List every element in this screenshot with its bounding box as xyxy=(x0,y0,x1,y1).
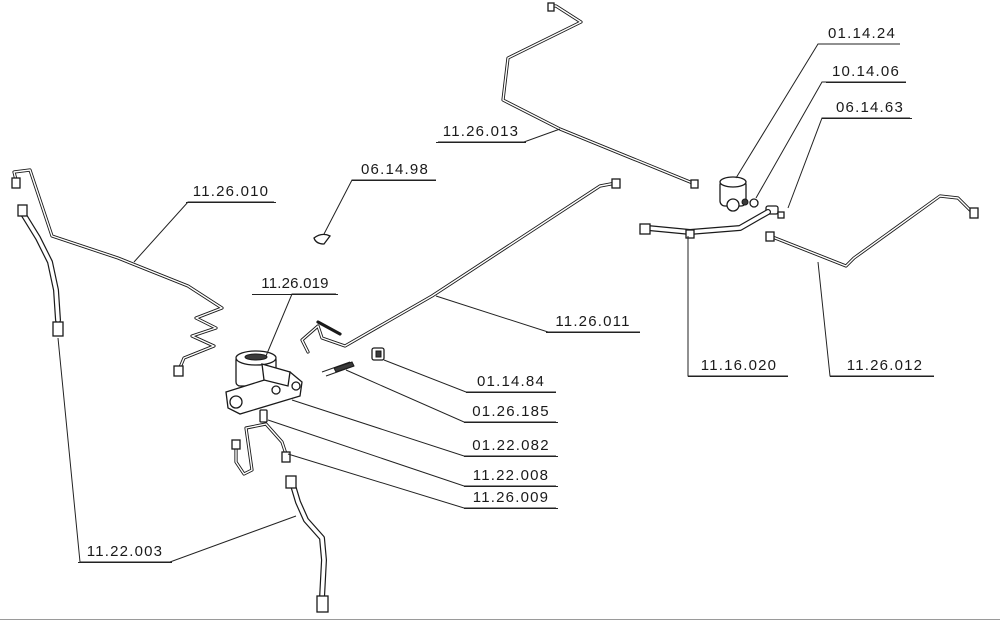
master-cylinder-11-26-019 xyxy=(225,350,303,415)
label-01-14-24: 01.14.24 xyxy=(828,25,896,42)
label-11-26-013: 11.26.013 xyxy=(442,123,520,140)
underline-01-26-185 xyxy=(464,422,558,423)
fitting-01-22-082 xyxy=(259,409,268,423)
pipe-11-26-012 xyxy=(765,194,979,268)
spring-01-26-185 xyxy=(321,361,355,377)
underline-11-26-009 xyxy=(464,508,558,509)
label-11-16-020: 11.16.020 xyxy=(700,357,778,374)
bottom-border xyxy=(0,619,1000,620)
label-11-26-019: 11.26.019 xyxy=(261,275,329,292)
label-11-26-009: 11.26.009 xyxy=(472,489,550,506)
label-06-14-63: 06.14.63 xyxy=(836,99,904,116)
label-01-14-84: 01.14.84 xyxy=(477,373,545,390)
hose-11-22-003-left xyxy=(17,204,64,337)
pipe-11-26-010 xyxy=(11,168,224,377)
underline-11-16-020 xyxy=(688,376,788,377)
pipe-11-26-011 xyxy=(300,178,621,354)
label-01-26-185: 01.26.185 xyxy=(472,403,550,420)
underline-01-14-84 xyxy=(466,392,556,393)
label-10-14-06: 10.14.06 xyxy=(832,63,900,80)
underline-11-26-011 xyxy=(546,332,640,333)
underline-11-26-013 xyxy=(436,142,526,143)
underline-11-26-019 xyxy=(252,294,338,295)
label-11-22-008: 11.22.008 xyxy=(472,467,550,484)
label-11-26-012: 11.26.012 xyxy=(846,357,924,374)
underline-06-14-63 xyxy=(822,118,912,119)
label-06-14-98: 06.14.98 xyxy=(361,161,429,178)
pipe-11-26-013 xyxy=(501,2,699,189)
clip-06-14-98 xyxy=(313,233,331,245)
hose-11-22-003-lower xyxy=(285,475,329,613)
washer-10-14-06 xyxy=(749,198,759,208)
underline-11-26-012 xyxy=(830,376,934,377)
underline-11-22-008 xyxy=(464,486,558,487)
hose-11-16-020 xyxy=(639,209,771,239)
label-11-26-011: 11.26.011 xyxy=(555,313,631,330)
underline-01-22-082 xyxy=(464,456,558,457)
underline-06-14-98 xyxy=(352,180,436,181)
underline-11-26-010 xyxy=(186,202,276,203)
valve-01-14-24 xyxy=(719,176,749,212)
underline-10-14-06 xyxy=(826,82,906,83)
block-01-14-84 xyxy=(371,347,385,361)
underline-11-22-003 xyxy=(78,562,172,563)
label-11-22-003: 11.22.003 xyxy=(86,543,164,560)
label-01-22-082: 01.22.082 xyxy=(472,437,550,454)
label-11-26-010: 11.26.010 xyxy=(192,183,270,200)
pipe-11-22-008 xyxy=(231,422,291,476)
